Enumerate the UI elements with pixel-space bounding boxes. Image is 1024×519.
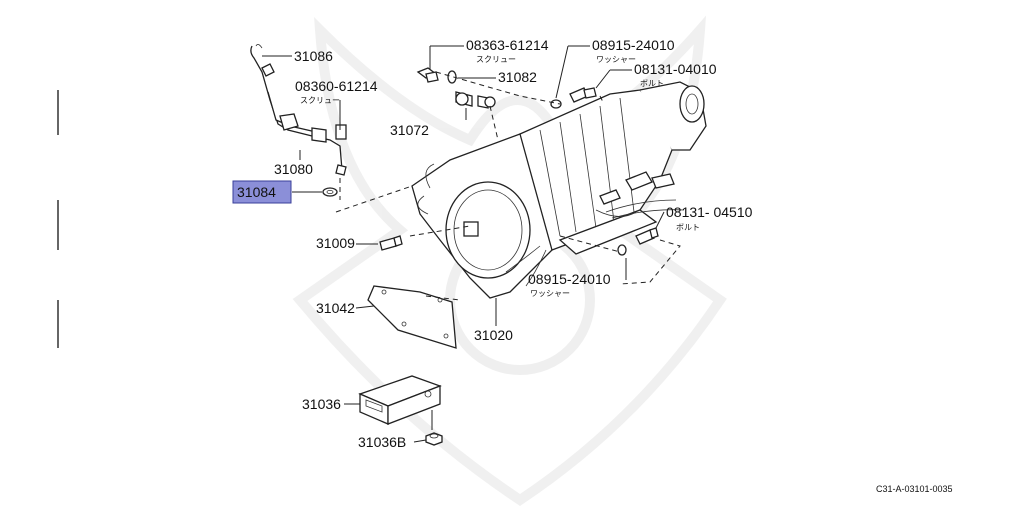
- callout-08131-04510-jp: ボルト: [676, 223, 700, 232]
- callout-31080[interactable]: 31080: [274, 161, 313, 177]
- dipstick-assembly[interactable]: [250, 44, 347, 176]
- gasket-31084[interactable]: [322, 187, 338, 197]
- plate-31042[interactable]: [367, 285, 457, 349]
- callout-31084[interactable]: 31084: [237, 184, 276, 200]
- callout-31009[interactable]: 31009: [316, 235, 355, 251]
- callout-08131-04510[interactable]: 08131- 04510: [666, 204, 753, 220]
- callout-08131-04010[interactable]: 08131-04010: [634, 61, 717, 77]
- bolt-31009[interactable]: [379, 235, 403, 251]
- callout-08915-24010-bottom[interactable]: 08915-24010: [528, 271, 611, 287]
- leader-lines: [262, 45, 665, 443]
- fitting-31072[interactable]: [455, 91, 496, 109]
- gasket-31082[interactable]: [447, 70, 457, 84]
- callout-08915-top-jp: ワッシャー: [596, 55, 636, 64]
- callout-08363-61214[interactable]: 08363-61214: [466, 37, 549, 53]
- callout-08915-bottom-jp: ワッシャー: [530, 289, 570, 298]
- washer-08915-top[interactable]: [550, 99, 562, 109]
- callout-31042[interactable]: 31042: [316, 300, 355, 316]
- alignment-dashed-lines: [335, 71, 681, 301]
- highlight-box-31084: [232, 180, 292, 204]
- bolt-08131-04010[interactable]: [569, 87, 597, 103]
- screw-08363[interactable]: [416, 67, 439, 83]
- callout-08360-jp: スクリュー: [300, 96, 340, 105]
- callout-08360-61214[interactable]: 08360-61214: [295, 78, 378, 94]
- callout-31036[interactable]: 31036: [302, 396, 341, 412]
- callout-31072[interactable]: 31072: [390, 122, 429, 138]
- diagram-code: C31-A-03101-0035: [876, 484, 953, 494]
- callout-08915-24010-top[interactable]: 08915-24010: [592, 37, 675, 53]
- nut-31036B[interactable]: [425, 432, 443, 446]
- transmission-body[interactable]: [411, 81, 707, 299]
- callout-31086[interactable]: 31086: [294, 48, 333, 64]
- callout-31036B[interactable]: 31036B: [358, 434, 406, 450]
- callout-31020[interactable]: 31020: [474, 327, 513, 343]
- washer-08915-bottom[interactable]: [617, 244, 627, 256]
- callout-08363-jp: スクリュー: [476, 55, 516, 64]
- control-unit-31036[interactable]: [358, 375, 442, 425]
- callout-31082[interactable]: 31082: [498, 69, 537, 85]
- callout-08131-04010-jp: ボルト: [640, 79, 664, 88]
- bolt-08131-04510[interactable]: [635, 227, 659, 245]
